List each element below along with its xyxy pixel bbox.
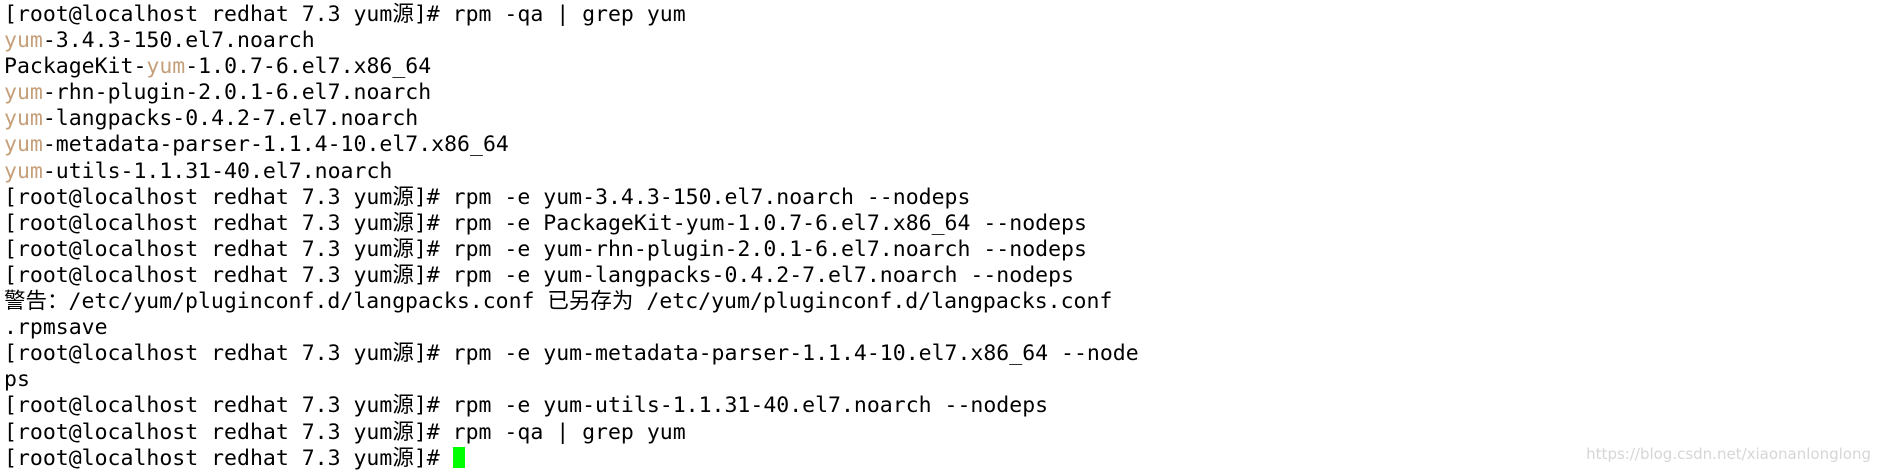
terminal-line: [root@localhost redhat 7.3 yum源]# rpm -e… <box>4 393 1139 419</box>
terminal-line: .rpmsave <box>4 315 1139 341</box>
terminal-text: -1.0.7-6.el7.x86_64 <box>185 54 432 80</box>
grep-match-highlight: yum <box>4 80 43 106</box>
terminal-text: -rhn-plugin-2.0.1-6.el7.noarch <box>42 80 432 106</box>
terminal-line: yum-utils-1.1.31-40.el7.noarch <box>4 159 1139 185</box>
terminal-line: yum-langpacks-0.4.2-7.el7.noarch <box>4 106 1139 132</box>
watermark: https://blog.csdn.net/xiaonanlonglong <box>1586 445 1871 463</box>
terminal-text: [root@localhost redhat 7.3 yum源]# <box>4 445 453 471</box>
grep-match-highlight: yum <box>4 158 43 184</box>
terminal-text: [root@localhost redhat 7.3 yum源]# rpm -e… <box>4 184 971 210</box>
terminal-cursor <box>452 446 465 468</box>
terminal-text: [root@localhost redhat 7.3 yum源]# rpm -q… <box>4 419 686 445</box>
terminal-line: PackageKit-yum-1.0.7-6.el7.x86_64 <box>4 54 1139 80</box>
terminal-line: [root@localhost redhat 7.3 yum源]# rpm -e… <box>4 237 1139 263</box>
terminal-text: [root@localhost redhat 7.3 yum源]# rpm -e… <box>4 236 1087 262</box>
terminal-line: ps <box>4 367 1139 393</box>
terminal-line: [root@localhost redhat 7.3 yum源]# rpm -e… <box>4 263 1139 289</box>
terminal-text: -utils-1.1.31-40.el7.noarch <box>42 158 393 184</box>
terminal-text: -metadata-parser-1.1.4-10.el7.x86_64 <box>42 132 509 158</box>
grep-match-highlight: yum <box>4 132 43 158</box>
terminal-line: 警告：/etc/yum/pluginconf.d/langpacks.conf … <box>4 289 1139 315</box>
terminal-line: [root@localhost redhat 7.3 yum源]# rpm -e… <box>4 185 1139 211</box>
terminal-text: [root@localhost redhat 7.3 yum源]# rpm -e… <box>4 262 1074 288</box>
terminal-text: [root@localhost redhat 7.3 yum源]# rpm -e… <box>4 341 1139 367</box>
terminal-text: .rpmsave <box>4 315 108 341</box>
terminal-text: [root@localhost redhat 7.3 yum源]# rpm -e… <box>4 210 1087 236</box>
grep-match-highlight: yum <box>146 54 186 80</box>
terminal-text: [root@localhost redhat 7.3 yum源]# rpm -e… <box>4 393 1049 419</box>
terminal-text: ps <box>4 367 30 393</box>
terminal-line: [root@localhost redhat 7.3 yum源]# rpm -e… <box>4 211 1139 237</box>
terminal-text: -langpacks-0.4.2-7.el7.noarch <box>42 106 419 132</box>
terminal-text: 警告：/etc/yum/pluginconf.d/langpacks.conf … <box>4 289 1113 315</box>
terminal-line: [root@localhost redhat 7.3 yum源]# <box>4 446 1139 471</box>
terminal-line: yum-3.4.3-150.el7.noarch <box>4 28 1139 54</box>
grep-match-highlight: yum <box>4 106 43 132</box>
terminal-line: [root@localhost redhat 7.3 yum源]# rpm -e… <box>4 341 1139 367</box>
terminal-output: [root@localhost redhat 7.3 yum源]# rpm -q… <box>4 2 1139 471</box>
terminal-line: yum-rhn-plugin-2.0.1-6.el7.noarch <box>4 80 1139 106</box>
terminal-text: [root@localhost redhat 7.3 yum源]# rpm -q… <box>4 2 686 27</box>
grep-match-highlight: yum <box>4 28 43 54</box>
terminal-line: yum-metadata-parser-1.1.4-10.el7.x86_64 <box>4 132 1139 158</box>
terminal-line: [root@localhost redhat 7.3 yum源]# rpm -q… <box>4 420 1139 446</box>
terminal-text: PackageKit- <box>4 54 147 80</box>
terminal-text: -3.4.3-150.el7.noarch <box>42 28 315 54</box>
terminal-line: [root@localhost redhat 7.3 yum源]# rpm -q… <box>4 2 1139 28</box>
